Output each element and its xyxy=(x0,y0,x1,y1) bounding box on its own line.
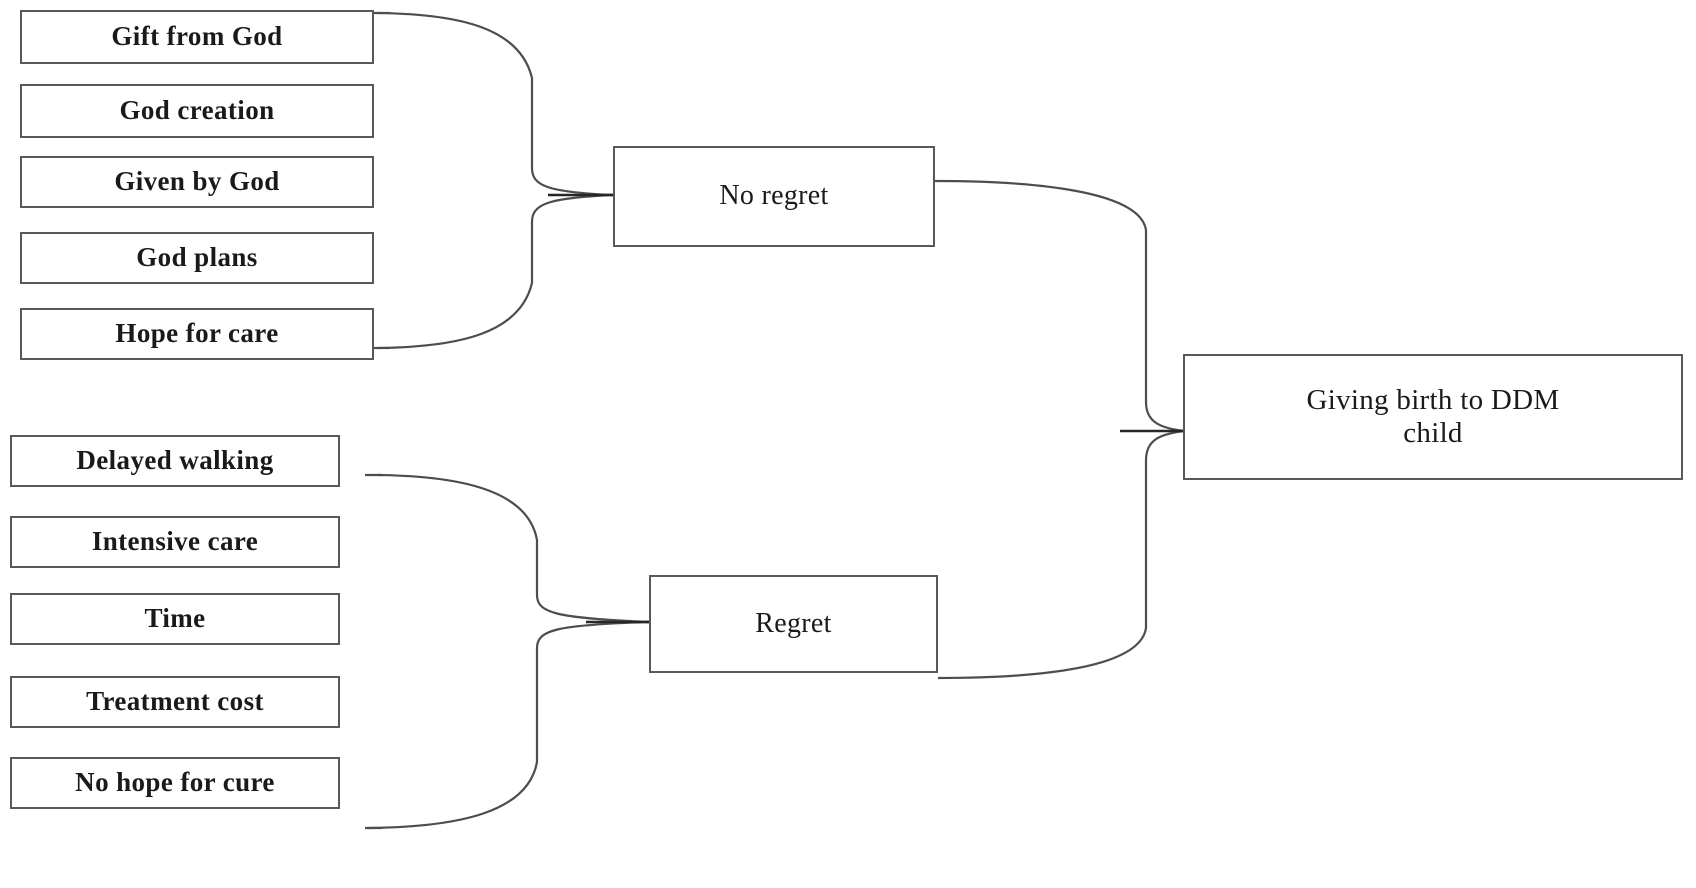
leaf-box-given-by-god[interactable]: Given by God xyxy=(20,156,374,208)
leaf-label: Intensive care xyxy=(91,526,259,557)
leaf-label: Given by God xyxy=(114,166,280,197)
root-label-line2: child xyxy=(1403,417,1463,449)
brace-no-regret-lower-arm xyxy=(377,193,613,350)
leaf-box-god-plans[interactable]: God plans xyxy=(20,232,374,284)
branch-label: Regret xyxy=(755,607,832,639)
root-box-giving-birth-to-ddm-child[interactable]: Giving birth to DDM child xyxy=(1183,354,1683,480)
leaf-box-time[interactable]: Time xyxy=(10,593,340,645)
leaf-box-god-creation[interactable]: God creation xyxy=(20,84,374,138)
leaf-label: Time xyxy=(144,603,206,634)
brace-regret-upper-arm xyxy=(377,473,649,624)
leaf-label: God plans xyxy=(136,242,258,273)
root-label: Giving birth to DDM child xyxy=(1195,384,1671,451)
leaf-box-no-hope-for-cure[interactable]: No hope for cure xyxy=(10,757,340,809)
brace-root xyxy=(934,179,1187,680)
root-label-line1: Giving birth to DDM xyxy=(1306,383,1560,416)
brace-regret xyxy=(367,473,651,830)
leaf-box-intensive-care[interactable]: Intensive care xyxy=(10,516,340,568)
branch-label: No regret xyxy=(719,180,829,212)
leaf-label: Gift from God xyxy=(111,21,283,52)
branch-box-no-regret[interactable]: No regret xyxy=(613,146,935,247)
leaf-box-delayed-walking[interactable]: Delayed walking xyxy=(10,435,340,487)
branch-stubs xyxy=(548,193,1190,624)
brace-no-regret-upper-arm xyxy=(377,11,613,197)
brace-no-regret xyxy=(377,11,615,350)
branch-box-regret[interactable]: Regret xyxy=(649,575,938,673)
brace-root-lower-arm xyxy=(937,429,1185,680)
leaf-label: Delayed walking xyxy=(76,445,274,476)
leaf-label: No hope for cure xyxy=(75,767,275,798)
leaf-box-hope-for-care[interactable]: Hope for care xyxy=(20,308,374,360)
brace-root-upper-arm xyxy=(934,179,1185,433)
leaf-label: Treatment cost xyxy=(86,686,264,717)
leaf-label: God creation xyxy=(119,95,275,126)
leaf-box-gift-from-god[interactable]: Gift from God xyxy=(20,10,374,64)
leaf-box-treatment-cost[interactable]: Treatment cost xyxy=(10,676,340,728)
leaf-label: Hope for care xyxy=(115,318,279,349)
brace-regret-lower-arm xyxy=(367,620,649,830)
